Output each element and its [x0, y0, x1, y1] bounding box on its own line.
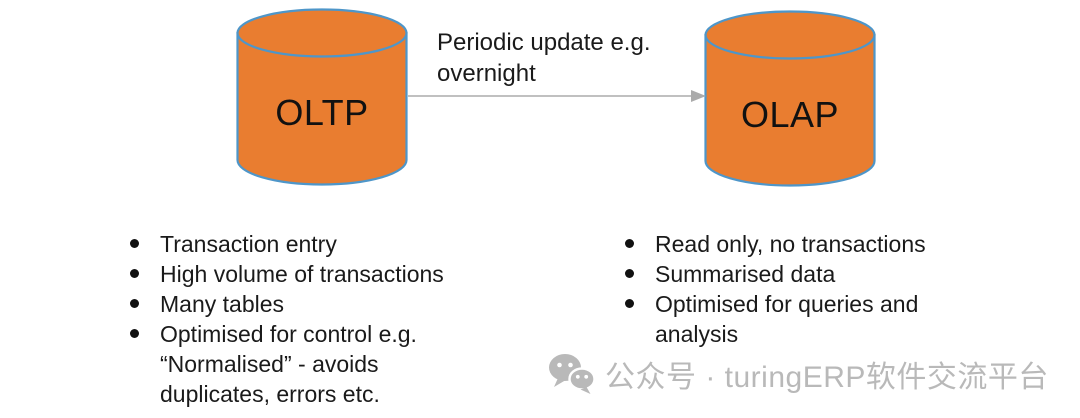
- database-cylinder-icon: [236, 8, 408, 186]
- list-item: Read only, no transactions: [625, 229, 977, 259]
- olap-bullet-list: Read only, no transactions Summarised da…: [625, 229, 977, 349]
- list-item: Transaction entry: [130, 229, 482, 259]
- list-item-text: High volume of transactions: [160, 261, 444, 287]
- olap-label: OLAP: [740, 94, 840, 135]
- wechat-icon: [549, 354, 596, 394]
- watermark-text: 公众号 · turingERP软件交流平台: [605, 361, 1049, 394]
- list-item: Optimised for queries and analysis: [625, 289, 977, 349]
- oltp-label: OLTP: [275, 92, 369, 133]
- bullet-icon: [130, 299, 139, 308]
- bullet-icon: [130, 269, 139, 278]
- list-item-text: Many tables: [160, 291, 285, 317]
- bullet-icon: [625, 239, 634, 248]
- list-item: Optimised for control e.g. “Normalised” …: [130, 319, 482, 409]
- olap-database-cylinder: OLAP: [704, 10, 876, 192]
- list-item-text: Transaction entry: [160, 231, 337, 257]
- bullet-icon: [625, 269, 634, 278]
- list-item-text: Summarised data: [655, 261, 836, 287]
- arrow-right-icon: [408, 90, 706, 102]
- watermark: 公众号 · turingERP软件交流平台: [548, 352, 1049, 396]
- list-item-text: Optimised for control e.g. “Normalised” …: [160, 321, 417, 407]
- list-item: Many tables: [130, 289, 482, 319]
- bullet-icon: [130, 239, 139, 248]
- list-item: High volume of transactions: [130, 259, 482, 289]
- list-item-text: Read only, no transactions: [655, 231, 926, 257]
- list-item-text: Optimised for queries and analysis: [655, 291, 919, 347]
- bullet-icon: [130, 329, 139, 338]
- arrow-label: Periodic update e.g. overnight: [437, 29, 651, 87]
- database-cylinder-icon: [704, 10, 876, 187]
- oltp-database-cylinder: OLTP: [236, 8, 408, 191]
- oltp-bullet-list: Transaction entry High volume of transac…: [130, 229, 482, 409]
- bullet-icon: [625, 299, 634, 308]
- list-item: Summarised data: [625, 259, 977, 289]
